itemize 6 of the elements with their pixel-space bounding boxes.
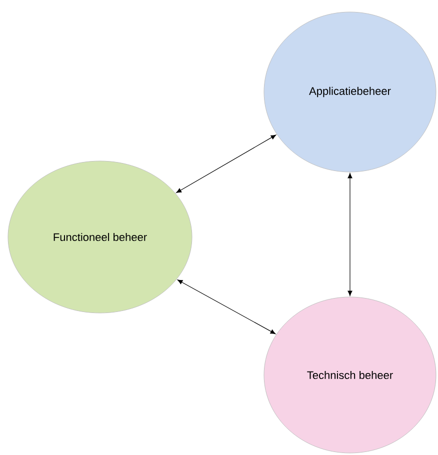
ellipse-node: Functioneel beheer xyxy=(8,160,192,314)
arrow xyxy=(348,173,352,296)
ellipse-node: Technisch beheer xyxy=(264,296,436,454)
arrow xyxy=(176,134,276,193)
arrow xyxy=(177,280,276,334)
ellipse-node: Applicatiebeheer xyxy=(264,12,436,172)
